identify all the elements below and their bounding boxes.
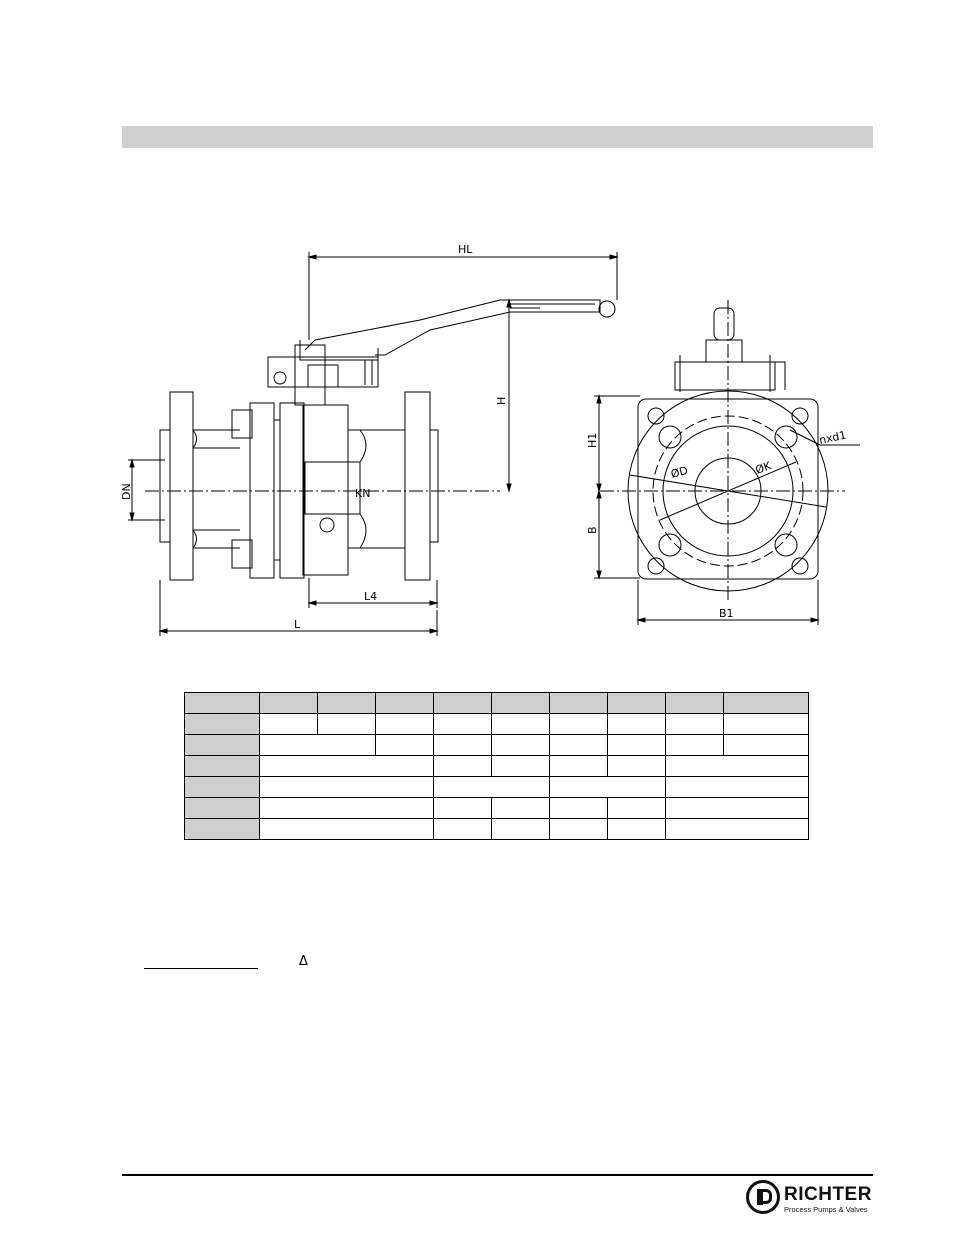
logo-name: RICHTER (784, 1184, 872, 1205)
footnote-rule (144, 968, 258, 969)
table-row (184, 818, 809, 840)
label-h: H (495, 397, 508, 405)
section-header-bar (122, 126, 873, 148)
table-row (184, 713, 809, 735)
label-b1: B1 (719, 607, 734, 620)
dimension-table (184, 692, 809, 840)
label-kn: KN (355, 487, 370, 500)
label-hl: HL (458, 243, 473, 256)
label-b: B (586, 526, 599, 534)
table-row (184, 797, 809, 819)
label-phi-d: ØD (669, 464, 689, 481)
label-l: L (294, 618, 301, 631)
table-row (184, 734, 809, 756)
logo-tagline: Process Pumps & Valves (784, 1205, 868, 1214)
richter-logo: RICHTER Process Pumps & Valves (746, 1180, 874, 1218)
label-h1: H1 (586, 433, 599, 448)
table-row (184, 692, 809, 714)
delta-symbol: Δ (299, 954, 308, 969)
footer-rule (122, 1174, 873, 1176)
richter-logo-icon (746, 1180, 780, 1214)
label-dn: DN (120, 483, 133, 500)
label-l4: L4 (364, 590, 377, 603)
label-phi-k: ØK (754, 459, 774, 477)
table-row (184, 776, 809, 798)
label-nxd1: nxd1 (818, 429, 848, 447)
table-row (184, 755, 809, 777)
